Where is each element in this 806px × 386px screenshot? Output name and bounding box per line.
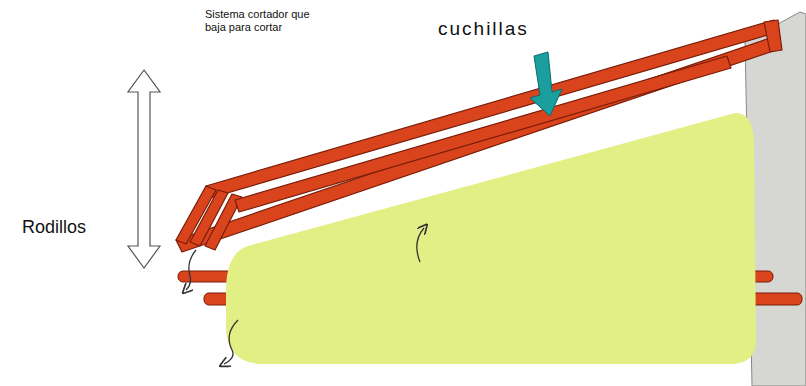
cutter-frame [176, 20, 782, 252]
motion-arrow [128, 70, 160, 268]
pointer-arrow [530, 52, 562, 116]
part-label: Rodillos [22, 216, 86, 238]
part-label: cuchillas [438, 18, 529, 40]
material-block [226, 113, 756, 364]
rotation-arrows [186, 228, 424, 364]
note-label: Sistema cortador que baja para cortar [205, 8, 315, 34]
